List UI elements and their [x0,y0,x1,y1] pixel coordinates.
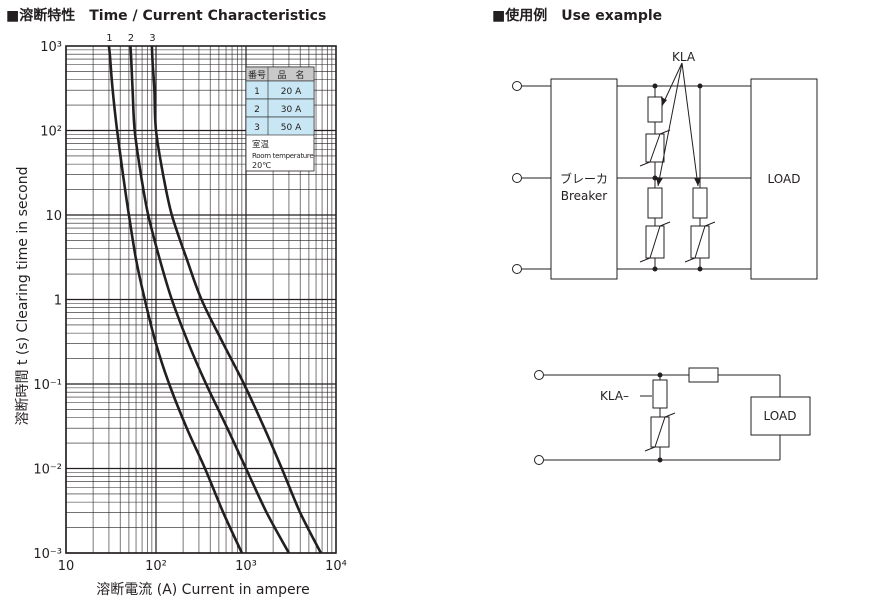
load-box-1 [750,78,818,280]
circuit-diagram-2 [534,367,811,465]
x-axis-label: 溶断電流 (A) Current in ampere [96,582,309,598]
legend-note-en: Room temperature [252,152,313,160]
time-current-chart: 1 2 3 10 10² 10³ 10⁴ 10³ 10² 10 1 10⁻¹ 10⁻² 10⁻³ 溶断… [15,33,347,598]
fuse-element [652,379,668,409]
legend-row-1-no: 1 [254,87,260,97]
series-curve-1 [107,45,244,554]
series-label-1: 1 [106,33,112,44]
series-label-3: 3 [149,33,155,44]
legend-row-3-no: 3 [254,123,260,133]
legend-header-no: 番号 [248,69,266,81]
terminal-b [534,455,544,465]
x-tick-label: 10³ [235,559,257,574]
y-tick-label: 10³ [40,40,62,55]
legend-note-temp: 20℃ [252,161,271,170]
breaker-box [550,78,618,280]
plot-frame [65,45,337,554]
breaker-label-en: Breaker [561,189,608,203]
y-tick-labels: 10³ 10² 10 1 10⁻¹ 10⁻² 10⁻³ [33,40,62,562]
fuse-element [647,96,663,123]
legend-table: 番号 品 名 1 20 A 2 30 A 3 50 A 室温 Room temp… [245,66,315,172]
chart-section-header: ■溶断特性 Time / Current Characteristics [6,7,326,24]
y-tick-label: 10 [45,209,62,224]
circuit-diagram-1 [512,62,818,280]
series-curve-3 [150,45,323,554]
y-tick-label: 10⁻³ [33,547,62,562]
series-layer [107,45,323,554]
series-curve-2 [129,45,291,554]
y-tick-label: 10⁻² [33,463,62,478]
legend-row-3-name: 50 A [281,123,302,133]
example-section-header: ■使用例 Use example [492,7,662,24]
load-label-1: LOAD [768,172,801,186]
fuse-element [692,187,708,219]
fuse-element [647,187,663,219]
series-labels: 1 2 3 [106,33,155,44]
breaker-label-ja: ブレーカ [560,171,608,186]
y-tick-label: 10⁻¹ [33,378,62,393]
terminal-3 [512,264,522,274]
load-label-2: LOAD [764,409,797,423]
x-tick-labels: 10 10² 10³ 10⁴ [58,559,347,574]
terminal-2 [512,173,522,183]
y-axis-label: 溶断時間 t (s) Clearing time in second [15,167,31,426]
x-tick-label: 10 [58,559,75,574]
kla-label-1: KLA [672,50,696,64]
legend-row-2-no: 2 [254,105,260,115]
series-label-2: 2 [128,33,134,44]
series-fuse [688,367,719,383]
legend-row-1-name: 20 A [281,87,302,97]
y-tick-label: 1 [54,294,62,309]
legend-row-2-name: 30 A [281,105,302,115]
terminal-1 [512,81,522,91]
x-tick-label: 10² [145,559,167,574]
legend-header-name: 品 名 [277,69,304,81]
legend-row-3-bg [245,116,315,136]
kla-label-2: KLA– [600,389,629,403]
terminal-a [534,370,544,380]
legend-note-ja: 室温 [252,139,270,150]
load-box-2 [750,396,811,436]
y-tick-label: 10² [40,125,62,140]
x-tick-label: 10⁴ [325,559,347,574]
